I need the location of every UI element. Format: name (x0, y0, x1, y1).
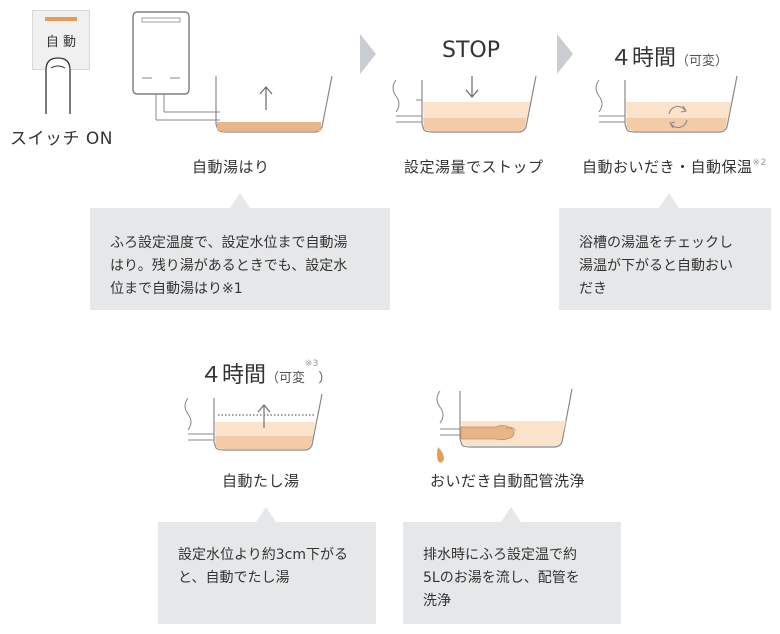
variable-note: （可変 (266, 371, 306, 386)
tub-topup-icon (184, 393, 323, 451)
water-heater-icon (132, 11, 220, 121)
footnote-mark: ※2 (752, 158, 767, 168)
step-stop-head: STOP (442, 38, 500, 63)
switch-button-label: 自 動 (45, 35, 77, 50)
bubble-line: 湯温が下がると自動おい (579, 258, 733, 274)
footnote-mark: ※3 (305, 359, 319, 369)
step-topup-label: 自動たし湯 (222, 472, 300, 490)
info-bubble-topup: 設定水位より約3cm下がる と、自動でたし湯 (158, 507, 376, 624)
tub-full-icon (392, 75, 537, 133)
chevron-right-icon (360, 34, 376, 74)
tub-filling-icon (215, 75, 333, 133)
duration-text: ４時間 (610, 46, 677, 71)
step-reheat-text: 自動おいだき・自動保温 (582, 158, 753, 176)
duration-text: ４時間 (200, 363, 267, 388)
bubble-line: 浴槽の湯温をチェックし (579, 235, 733, 251)
info-bubble-reheat: 浴槽の湯温をチェックし 湯温が下がると自動おい だき (559, 193, 771, 310)
switch-on-caption: スイッチ ON (10, 129, 114, 149)
bubble-line: 5Lのお湯を流し、配管を (423, 570, 580, 586)
bubble-line: 洗浄 (423, 593, 451, 609)
bubble-line: ふろ設定温度で、設定水位まで自動湯 (110, 235, 348, 251)
finger-icon (45, 57, 71, 114)
step-topup-head: ４時間（可変 ※3 ） (200, 357, 331, 389)
bubble-line: と、自動でたし湯 (178, 570, 290, 586)
bubble-line: 位まで自動湯はり※1 (110, 281, 243, 297)
variable-note-close: ） (318, 371, 332, 386)
bubble-line: だき (579, 281, 607, 297)
bubble-line: はり。残り湯があるときでも、設定水 (110, 258, 348, 274)
step-reheat-head: ４時間（可変） (610, 40, 728, 72)
step-reheat-label: 自動おいだき・自動保温※2 (582, 156, 767, 177)
tub-reheat-icon (595, 75, 738, 133)
tub-pipe-clean-icon (436, 388, 573, 463)
step-stop-label: 設定湯量でストップ (404, 158, 544, 176)
info-bubble-clean: 排水時にふろ設定温で約 5Lのお湯を流し、配管を 洗浄 (403, 507, 621, 624)
chevron-right-icon (557, 34, 573, 74)
info-bubble-fill: ふろ設定温度で、設定水位まで自動湯 はり。残り湯があるときでも、設定水 位まで自… (90, 193, 390, 310)
step-fill-label: 自動湯はり (192, 158, 270, 176)
variable-note: （可変） (676, 54, 729, 69)
bubble-line: 設定水位より約3cm下がる (178, 547, 348, 563)
bubble-line: 排水時にふろ設定温で約 (423, 547, 577, 563)
switch-indicator (45, 17, 77, 21)
step-clean-label: おいだき自動配管洗浄 (430, 472, 586, 490)
